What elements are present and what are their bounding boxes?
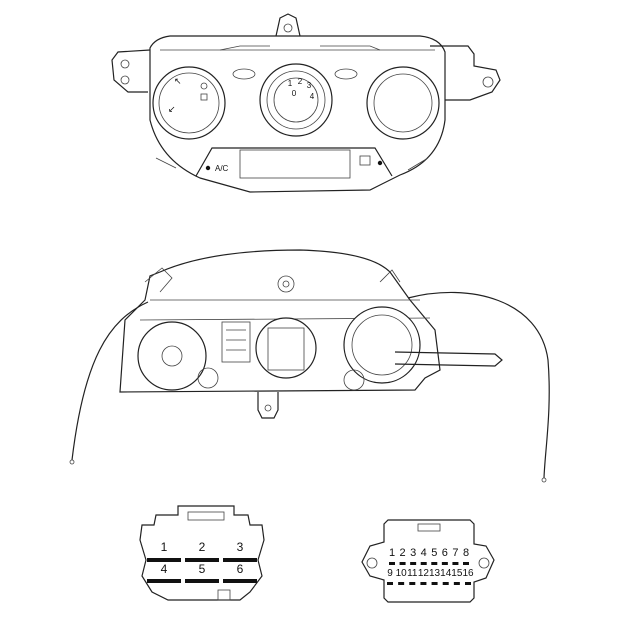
svg-text:↙: ↙	[168, 104, 176, 114]
pin-contact-13	[431, 582, 438, 585]
pin-contact-8	[463, 562, 469, 565]
fan-label-0: 0	[292, 89, 297, 98]
pin-label-11: 11	[407, 568, 418, 579]
pin-label-4: 4	[421, 547, 427, 559]
pin-label-16: 16	[462, 568, 474, 579]
control-panel-rear-view	[69, 249, 550, 483]
fan-label-2: 2	[298, 77, 303, 86]
pin-contact-16	[465, 582, 471, 585]
rear-defrost-icon	[359, 155, 371, 166]
fan-label-4: 4	[310, 92, 315, 101]
pin-label-5: 5	[199, 562, 206, 576]
pin-label-2: 2	[400, 547, 406, 559]
pin-contact-10	[398, 582, 405, 585]
pin-label-1: 1	[161, 540, 168, 554]
pin-label-12: 12	[418, 568, 430, 579]
pin-label-13: 13	[429, 568, 441, 579]
temperature-knob	[152, 66, 226, 140]
pin-label-5: 5	[431, 547, 437, 559]
pin-label-3: 3	[237, 540, 244, 554]
pin-contact-11	[409, 582, 416, 585]
pin-label-1: 1	[389, 547, 395, 559]
pin-contact-6	[441, 562, 448, 565]
pin-contact-2	[399, 562, 406, 565]
pin-contact-4	[420, 562, 427, 565]
recirc-switch-left	[232, 68, 256, 80]
pin-contact-12	[420, 582, 427, 585]
pin-contact-15	[453, 582, 460, 585]
pin-label-10: 10	[396, 568, 408, 579]
fan-label-1: 1	[288, 79, 293, 88]
pin-contact-1	[389, 562, 395, 565]
defrost-icon	[200, 82, 208, 90]
ac-button-label: A/C	[215, 164, 229, 173]
pin-contact-14	[442, 582, 449, 585]
face-vent-icon	[200, 93, 208, 101]
svg-text:↖: ↖	[174, 76, 182, 86]
recirc-switch-right	[334, 68, 358, 80]
pin-label-14: 14	[440, 568, 452, 579]
pin-label-3: 3	[410, 547, 416, 559]
pin-label-9: 9	[387, 568, 393, 579]
pin-label-7: 7	[452, 547, 458, 559]
pin-label-6: 6	[442, 547, 448, 559]
pin-label-4: 4	[161, 562, 168, 576]
connector-6-pin: 1 2 3 4 5 6	[139, 505, 265, 601]
pin-contact-7	[452, 562, 459, 565]
pin-contact-9	[387, 582, 393, 585]
pin-contact-5	[431, 562, 438, 565]
mode-knob	[366, 66, 440, 140]
pin-label-2: 2	[199, 540, 206, 554]
fan-speed-knob	[259, 63, 333, 137]
pin-label-8: 8	[463, 547, 469, 559]
pin-label-15: 15	[451, 568, 463, 579]
pin-label-6: 6	[237, 562, 244, 576]
fan-label-3: 3	[307, 81, 312, 90]
control-panel-front-view: ↖ ↙ 0 1 2 3 4 A/C	[111, 13, 501, 193]
pin-contact-3	[410, 562, 417, 565]
